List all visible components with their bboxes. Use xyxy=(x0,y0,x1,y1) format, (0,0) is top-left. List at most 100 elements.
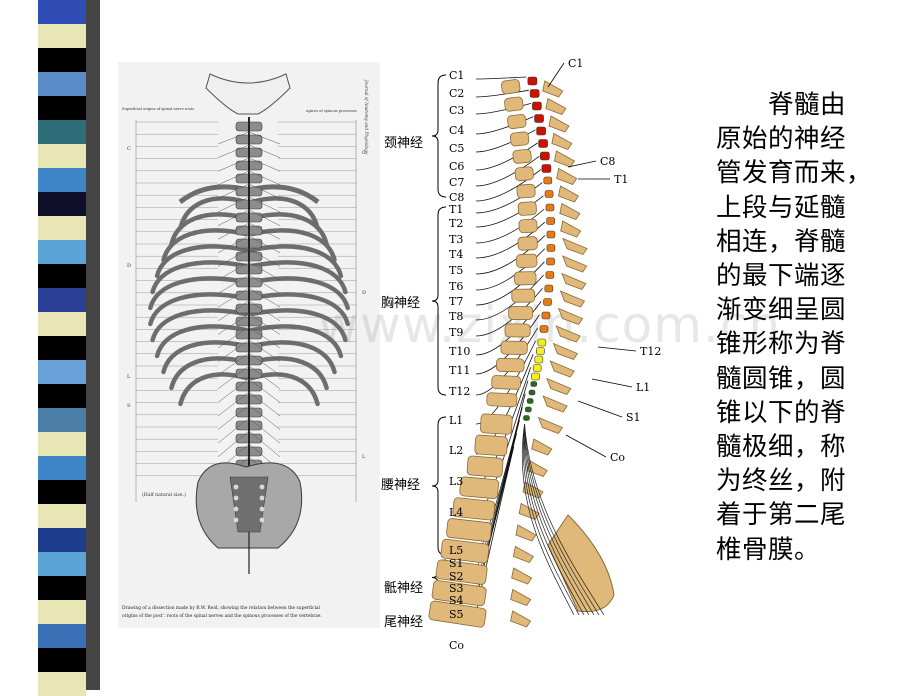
vertebral-body xyxy=(501,79,521,95)
vertebral-body xyxy=(516,183,536,199)
strip-block xyxy=(38,120,86,144)
segment-label: L2 xyxy=(449,444,464,457)
nerve-root xyxy=(217,391,250,417)
cervical-segment xyxy=(536,126,546,136)
spinous-process xyxy=(552,342,579,360)
description-line-text: 相连，脊髓 xyxy=(716,226,847,257)
spinous-process xyxy=(512,545,534,563)
callout-leader xyxy=(567,160,597,168)
nerve-root xyxy=(248,313,281,335)
nerve-root xyxy=(217,313,250,335)
vertebral-body xyxy=(513,271,537,286)
description-line-text: 着于第二尾 xyxy=(716,500,847,531)
segment-label: C3 xyxy=(449,104,465,117)
spinous-process xyxy=(556,167,578,185)
description-line-text: 渐变细呈圆 xyxy=(716,295,847,326)
nerve-root xyxy=(217,287,250,308)
nerve-root xyxy=(248,170,281,186)
description-line: 渐变细呈圆 xyxy=(716,293,876,327)
sacral-segment xyxy=(526,398,534,404)
nerve-line xyxy=(475,142,538,171)
strip-block xyxy=(38,48,86,72)
nerve-root xyxy=(217,430,250,457)
strip-block xyxy=(38,456,86,480)
nerve-root xyxy=(248,300,281,322)
segment-label: T3 xyxy=(449,233,464,246)
strip-block xyxy=(38,480,86,504)
rib xyxy=(154,324,249,359)
rib xyxy=(161,340,249,375)
nerve-line xyxy=(475,129,536,153)
cauda-equina xyxy=(523,423,585,616)
spinous-process xyxy=(510,610,532,628)
vertical-title: Journal of Anatomy and Physiology xyxy=(364,79,369,155)
spinous-process xyxy=(546,377,572,395)
thoracic-segment xyxy=(545,271,555,279)
nerve-line xyxy=(475,208,545,244)
group-bracket xyxy=(431,74,447,198)
vertebral-body xyxy=(486,392,518,408)
rib xyxy=(249,260,348,295)
spinous-process xyxy=(559,202,581,220)
nerve-root xyxy=(217,222,250,240)
strip-block xyxy=(38,72,86,96)
cervical-segment xyxy=(541,164,552,173)
cauda-equina xyxy=(524,423,590,616)
rib xyxy=(150,308,249,343)
description-line-text: 髓极细，称 xyxy=(716,432,847,463)
spinous-process xyxy=(560,220,582,238)
nerve-root xyxy=(248,404,281,430)
vertebral-body xyxy=(508,306,534,320)
nerve-root xyxy=(248,183,281,199)
callout-label: C8 xyxy=(600,155,615,168)
nerve-root xyxy=(217,196,250,213)
thoracic-segment xyxy=(544,190,554,198)
vertebral-body xyxy=(496,357,525,373)
nerve-line xyxy=(475,76,527,80)
group-label-sacral: 骶神经 xyxy=(384,581,424,596)
group-label-cervical: 颈神经 xyxy=(384,136,424,151)
vertebral-body xyxy=(517,236,538,251)
vertebral-body xyxy=(474,434,508,457)
spinous-process xyxy=(537,416,564,434)
spinous-process xyxy=(551,132,573,150)
sacral-foramen xyxy=(233,484,239,490)
group-label-lumbar: 腰神经 xyxy=(381,478,421,493)
sacral-foramen xyxy=(259,495,265,501)
description-line: 为终丝，附 xyxy=(716,464,876,498)
segment-label: S4 xyxy=(449,594,464,607)
vertebral-body xyxy=(514,166,534,182)
spinous-process xyxy=(561,255,588,273)
description-line-text: 原始的神经 xyxy=(716,124,847,155)
spinous-process xyxy=(548,115,570,133)
sacral-foramen xyxy=(259,517,265,523)
description-line-text: 的最下端逐 xyxy=(716,261,847,292)
nerve-root xyxy=(248,157,281,172)
segment-label: Co xyxy=(449,639,465,652)
group-bracket xyxy=(431,416,447,556)
decorative-bar xyxy=(86,0,100,690)
nerve-root xyxy=(217,157,250,172)
spinous-process xyxy=(558,185,580,203)
spinous-process xyxy=(511,567,533,585)
rib xyxy=(249,276,350,311)
segment-label: S5 xyxy=(449,608,464,621)
thoracic-segment xyxy=(543,298,552,306)
cauda-equina xyxy=(524,423,600,616)
nerve-line xyxy=(475,195,544,228)
spinous-process xyxy=(522,481,544,499)
strip-block xyxy=(38,288,86,312)
vertebral-body xyxy=(446,518,492,542)
description-line: 管发育而来， xyxy=(716,156,876,190)
nerve-root xyxy=(217,274,250,294)
vertebral-body xyxy=(511,288,536,303)
nerve-root xyxy=(217,352,250,376)
cervical-segment xyxy=(532,101,542,111)
segment-label: T11 xyxy=(449,364,471,377)
scale-note: (Half natural size.) xyxy=(142,491,186,498)
nerve-root xyxy=(248,222,281,240)
lumbar-segment xyxy=(531,372,540,381)
callout-label: T12 xyxy=(640,345,661,358)
